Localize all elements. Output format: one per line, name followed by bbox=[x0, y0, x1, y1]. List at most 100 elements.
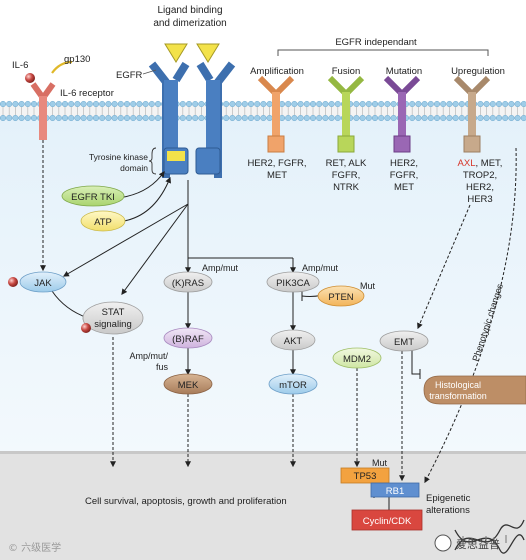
lipid-head bbox=[421, 100, 428, 108]
upregulation-target-line3: HER2, bbox=[466, 182, 494, 193]
lipid-head bbox=[241, 114, 248, 122]
lipid-head bbox=[241, 100, 248, 108]
receptor-amplification bbox=[257, 75, 295, 153]
node-egfr-tki bbox=[61, 185, 125, 207]
lipid-head bbox=[452, 114, 459, 122]
node-atp-label: ATP bbox=[94, 217, 112, 228]
node-mdm2 bbox=[332, 347, 382, 369]
lipid-head bbox=[371, 100, 379, 108]
lipid-head bbox=[297, 100, 304, 108]
upregulation-line1-rest: , MET, bbox=[476, 158, 503, 169]
node-histo-label-1: Histological bbox=[435, 380, 481, 390]
category-mutation: Mutation bbox=[386, 66, 422, 77]
lipid-head bbox=[502, 114, 509, 122]
node-jak bbox=[19, 271, 67, 293]
dna-helix bbox=[454, 519, 525, 554]
outcome-label: Cell survival, apoptosis, growth and pro… bbox=[85, 496, 287, 507]
node-pten-label: PTEN bbox=[328, 292, 353, 303]
lipid-head bbox=[198, 114, 205, 122]
receptor-upregulation bbox=[453, 75, 491, 153]
arrow-tki-to-egfr bbox=[123, 171, 165, 198]
node-cyclin-cdk bbox=[351, 509, 423, 531]
membrane-core bbox=[0, 104, 526, 118]
lipid-head bbox=[55, 114, 62, 122]
lipid-head bbox=[278, 100, 286, 108]
lipid-head bbox=[247, 114, 255, 122]
il6-ligand-ball bbox=[25, 73, 35, 83]
lipid-head bbox=[6, 100, 13, 108]
lipid-head bbox=[502, 100, 509, 108]
lipid-head bbox=[328, 114, 335, 122]
epigenetic-label-1: Epigenetic bbox=[426, 493, 471, 504]
lipid-head bbox=[477, 100, 484, 108]
lipid-head bbox=[415, 114, 422, 122]
lipid-head bbox=[154, 114, 162, 122]
lipid-head bbox=[192, 114, 199, 122]
stat-phosphate-ball bbox=[81, 323, 91, 333]
amplification-target-line1: HER2, FGFR, bbox=[247, 158, 306, 169]
lipid-head bbox=[365, 100, 372, 108]
lipid-head bbox=[179, 100, 186, 108]
lipid-head bbox=[508, 114, 515, 122]
fusion-target-line1: RET, ALK bbox=[326, 158, 367, 169]
lipid-head bbox=[247, 100, 255, 108]
lipid-head bbox=[266, 100, 273, 108]
node-kras bbox=[163, 271, 213, 293]
il6-receptor-label: IL-6 receptor bbox=[60, 88, 114, 99]
lipid-head bbox=[30, 100, 38, 108]
lipid-head bbox=[309, 114, 317, 122]
lipid-head bbox=[68, 100, 75, 108]
node-histological-transformation bbox=[423, 375, 526, 405]
lipid-head bbox=[458, 100, 465, 108]
lipid-head bbox=[148, 100, 155, 108]
lipid-head bbox=[309, 100, 317, 108]
lipid-head bbox=[0, 100, 7, 108]
lipid-head bbox=[409, 114, 416, 122]
emt-inhibit-line bbox=[411, 340, 420, 375]
ligand-title-line1: Ligand binding bbox=[157, 5, 222, 16]
lipid-head bbox=[495, 100, 503, 108]
annotation-mut-tp53: Mut bbox=[372, 458, 388, 468]
fusion-target-line3: NTRK bbox=[333, 182, 360, 193]
lipid-head bbox=[371, 114, 379, 122]
lipid-head bbox=[328, 100, 335, 108]
lipid-head bbox=[415, 100, 422, 108]
arrow-egfr-to-jak bbox=[62, 203, 189, 277]
lipid-head bbox=[291, 100, 298, 108]
lipid-head bbox=[111, 114, 118, 122]
lipid-head bbox=[68, 114, 75, 122]
arrow-phenotypic-changes bbox=[424, 147, 517, 484]
axl-highlight: AXL bbox=[458, 158, 476, 169]
amplification-target-line2: MET bbox=[267, 170, 287, 181]
category-upregulation: Upregulation bbox=[451, 66, 505, 77]
watermark-right: 爱思益普 bbox=[456, 537, 500, 551]
lipid-head bbox=[433, 114, 441, 122]
node-histo-label-2: transformation bbox=[429, 391, 487, 401]
lipid-head bbox=[285, 114, 292, 122]
node-atp bbox=[80, 210, 126, 232]
lipid-head bbox=[260, 100, 267, 108]
lipid-head bbox=[6, 114, 13, 122]
lipid-head bbox=[99, 114, 106, 122]
lipid-head bbox=[61, 100, 69, 108]
annotation-amp-mut-ras: Amp/mut bbox=[202, 263, 239, 273]
lipid-head bbox=[378, 100, 385, 108]
il6-receptor bbox=[30, 82, 56, 140]
lipid-head bbox=[92, 114, 100, 122]
node-emt bbox=[379, 330, 429, 352]
lipid-head bbox=[229, 114, 236, 122]
lipid-head bbox=[514, 114, 521, 122]
lipid-head bbox=[359, 100, 366, 108]
lipid-head bbox=[384, 114, 391, 122]
lipid-head bbox=[378, 114, 385, 122]
lipid-head bbox=[179, 114, 186, 122]
tk-domain-line1: Tyrosine kinase bbox=[89, 152, 148, 162]
lipid-head bbox=[24, 100, 31, 108]
lipid-head bbox=[384, 100, 391, 108]
lipid-head bbox=[440, 114, 447, 122]
node-stat-label-1: STAT bbox=[102, 307, 125, 318]
lipid-head bbox=[185, 114, 193, 122]
ligand-title-line2: and dimerization bbox=[153, 18, 226, 29]
lipid-head bbox=[49, 100, 56, 108]
